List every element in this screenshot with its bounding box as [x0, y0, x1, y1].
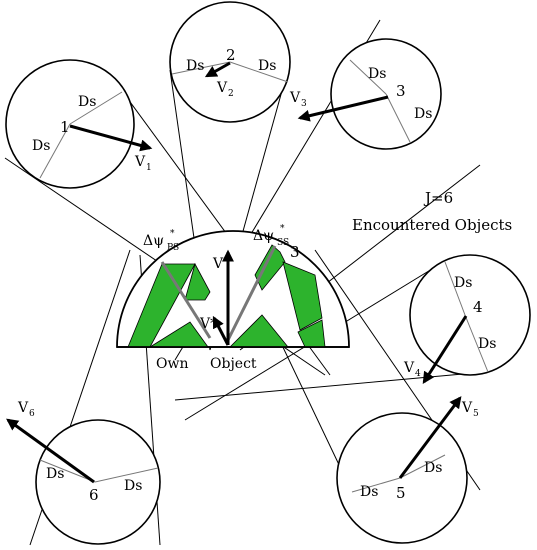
svg-text:V: V	[403, 360, 415, 376]
ds-label: Ds	[78, 94, 96, 110]
velocity-label: V 1	[134, 154, 152, 173]
object-id: 3	[396, 82, 406, 100]
object-label: Object	[210, 356, 257, 372]
starboard-boundary-line	[226, 245, 277, 341]
sector-mark: 3	[290, 243, 300, 261]
ds-label: Ds	[368, 66, 386, 82]
velocity-arrow	[297, 95, 389, 122]
velocity-arrow	[6, 418, 95, 484]
svg-text:SS: SS	[277, 238, 289, 248]
tangent-line	[174, 371, 486, 401]
port-boundary-line	[160, 261, 212, 339]
velocity-label: V 4	[403, 360, 421, 379]
own-ship-domain	[116, 230, 350, 348]
ds-label: Ds	[478, 336, 496, 352]
object-id: 1	[60, 118, 70, 136]
radius-line	[464, 314, 489, 373]
object-circle	[409, 254, 531, 376]
green-sector	[282, 261, 323, 331]
green-sector	[184, 262, 211, 301]
own-velocity-label: V	[212, 256, 224, 272]
own-velocity-star-arrow	[212, 315, 230, 346]
svg-text:*: *	[170, 229, 175, 239]
object-2	[169, 1, 291, 123]
velocity-arrow	[204, 61, 231, 78]
svg-text:1: 1	[146, 163, 152, 173]
velocity-label: V 3	[289, 90, 307, 109]
object-circle	[336, 412, 468, 544]
object-count: J=6	[423, 189, 453, 207]
svg-text:V: V	[134, 154, 146, 170]
object-4	[409, 254, 531, 385]
svg-text:*: *	[280, 224, 285, 234]
velocity-arrow	[422, 315, 468, 385]
ds-label: Ds	[414, 106, 432, 122]
svg-text:Δψ: Δψ	[253, 228, 274, 244]
svg-text:V: V	[461, 400, 473, 416]
velocity-arrow	[69, 124, 153, 152]
radius-line	[171, 61, 231, 75]
ds-label: Ds	[454, 275, 472, 291]
ds-label: Ds	[424, 460, 442, 476]
own-label: Own	[156, 356, 188, 372]
ds-label: Ds	[46, 466, 64, 482]
ds-label: Ds	[124, 478, 142, 494]
object-6	[6, 418, 161, 545]
own-ship-semicircle	[116, 230, 350, 348]
object-id: 6	[89, 486, 99, 504]
object-circle	[35, 419, 161, 545]
radius-line	[399, 454, 446, 479]
velocity-label: V 5	[461, 400, 479, 419]
radius-line	[444, 261, 466, 316]
object-id: 4	[473, 298, 483, 316]
object-1	[5, 59, 153, 189]
object-3	[297, 38, 442, 150]
port-angle-label: Δψ * PS	[143, 229, 179, 253]
svg-text:V: V	[216, 80, 228, 96]
radius-line	[229, 61, 289, 83]
ds-label: Ds	[186, 58, 204, 74]
object-id: 2	[226, 46, 236, 64]
velocity-arrow	[398, 396, 462, 479]
velocity-label: V 6	[17, 400, 35, 419]
starboard-angle-label: Δψ * SS	[253, 224, 289, 248]
svg-text:V: V	[17, 400, 29, 416]
svg-text:3: 3	[301, 99, 307, 109]
svg-text:6: 6	[29, 409, 35, 419]
radius-line	[94, 467, 159, 483]
svg-text:4: 4	[415, 369, 421, 379]
svg-text:PS: PS	[167, 243, 179, 253]
own-velocity-star-label: V*	[199, 316, 217, 332]
svg-text:Δψ: Δψ	[143, 233, 164, 249]
object-id: 5	[396, 484, 406, 502]
svg-text:5: 5	[473, 409, 479, 419]
radius-line	[385, 93, 411, 143]
radius-line	[39, 459, 96, 483]
radius-line	[351, 477, 401, 493]
caption: Encountered Objects	[352, 216, 512, 234]
radius-line	[69, 91, 123, 125]
green-sector	[254, 244, 286, 291]
radius-line	[39, 123, 71, 179]
svg-text:V: V	[289, 90, 301, 106]
ds-label: Ds	[32, 138, 50, 154]
velocity-label: V 2	[216, 80, 234, 99]
object-5	[336, 396, 468, 544]
ds-label: Ds	[258, 58, 276, 74]
radius-line	[349, 59, 387, 95]
svg-text:2: 2	[228, 89, 234, 99]
ds-label: Ds	[360, 484, 378, 500]
